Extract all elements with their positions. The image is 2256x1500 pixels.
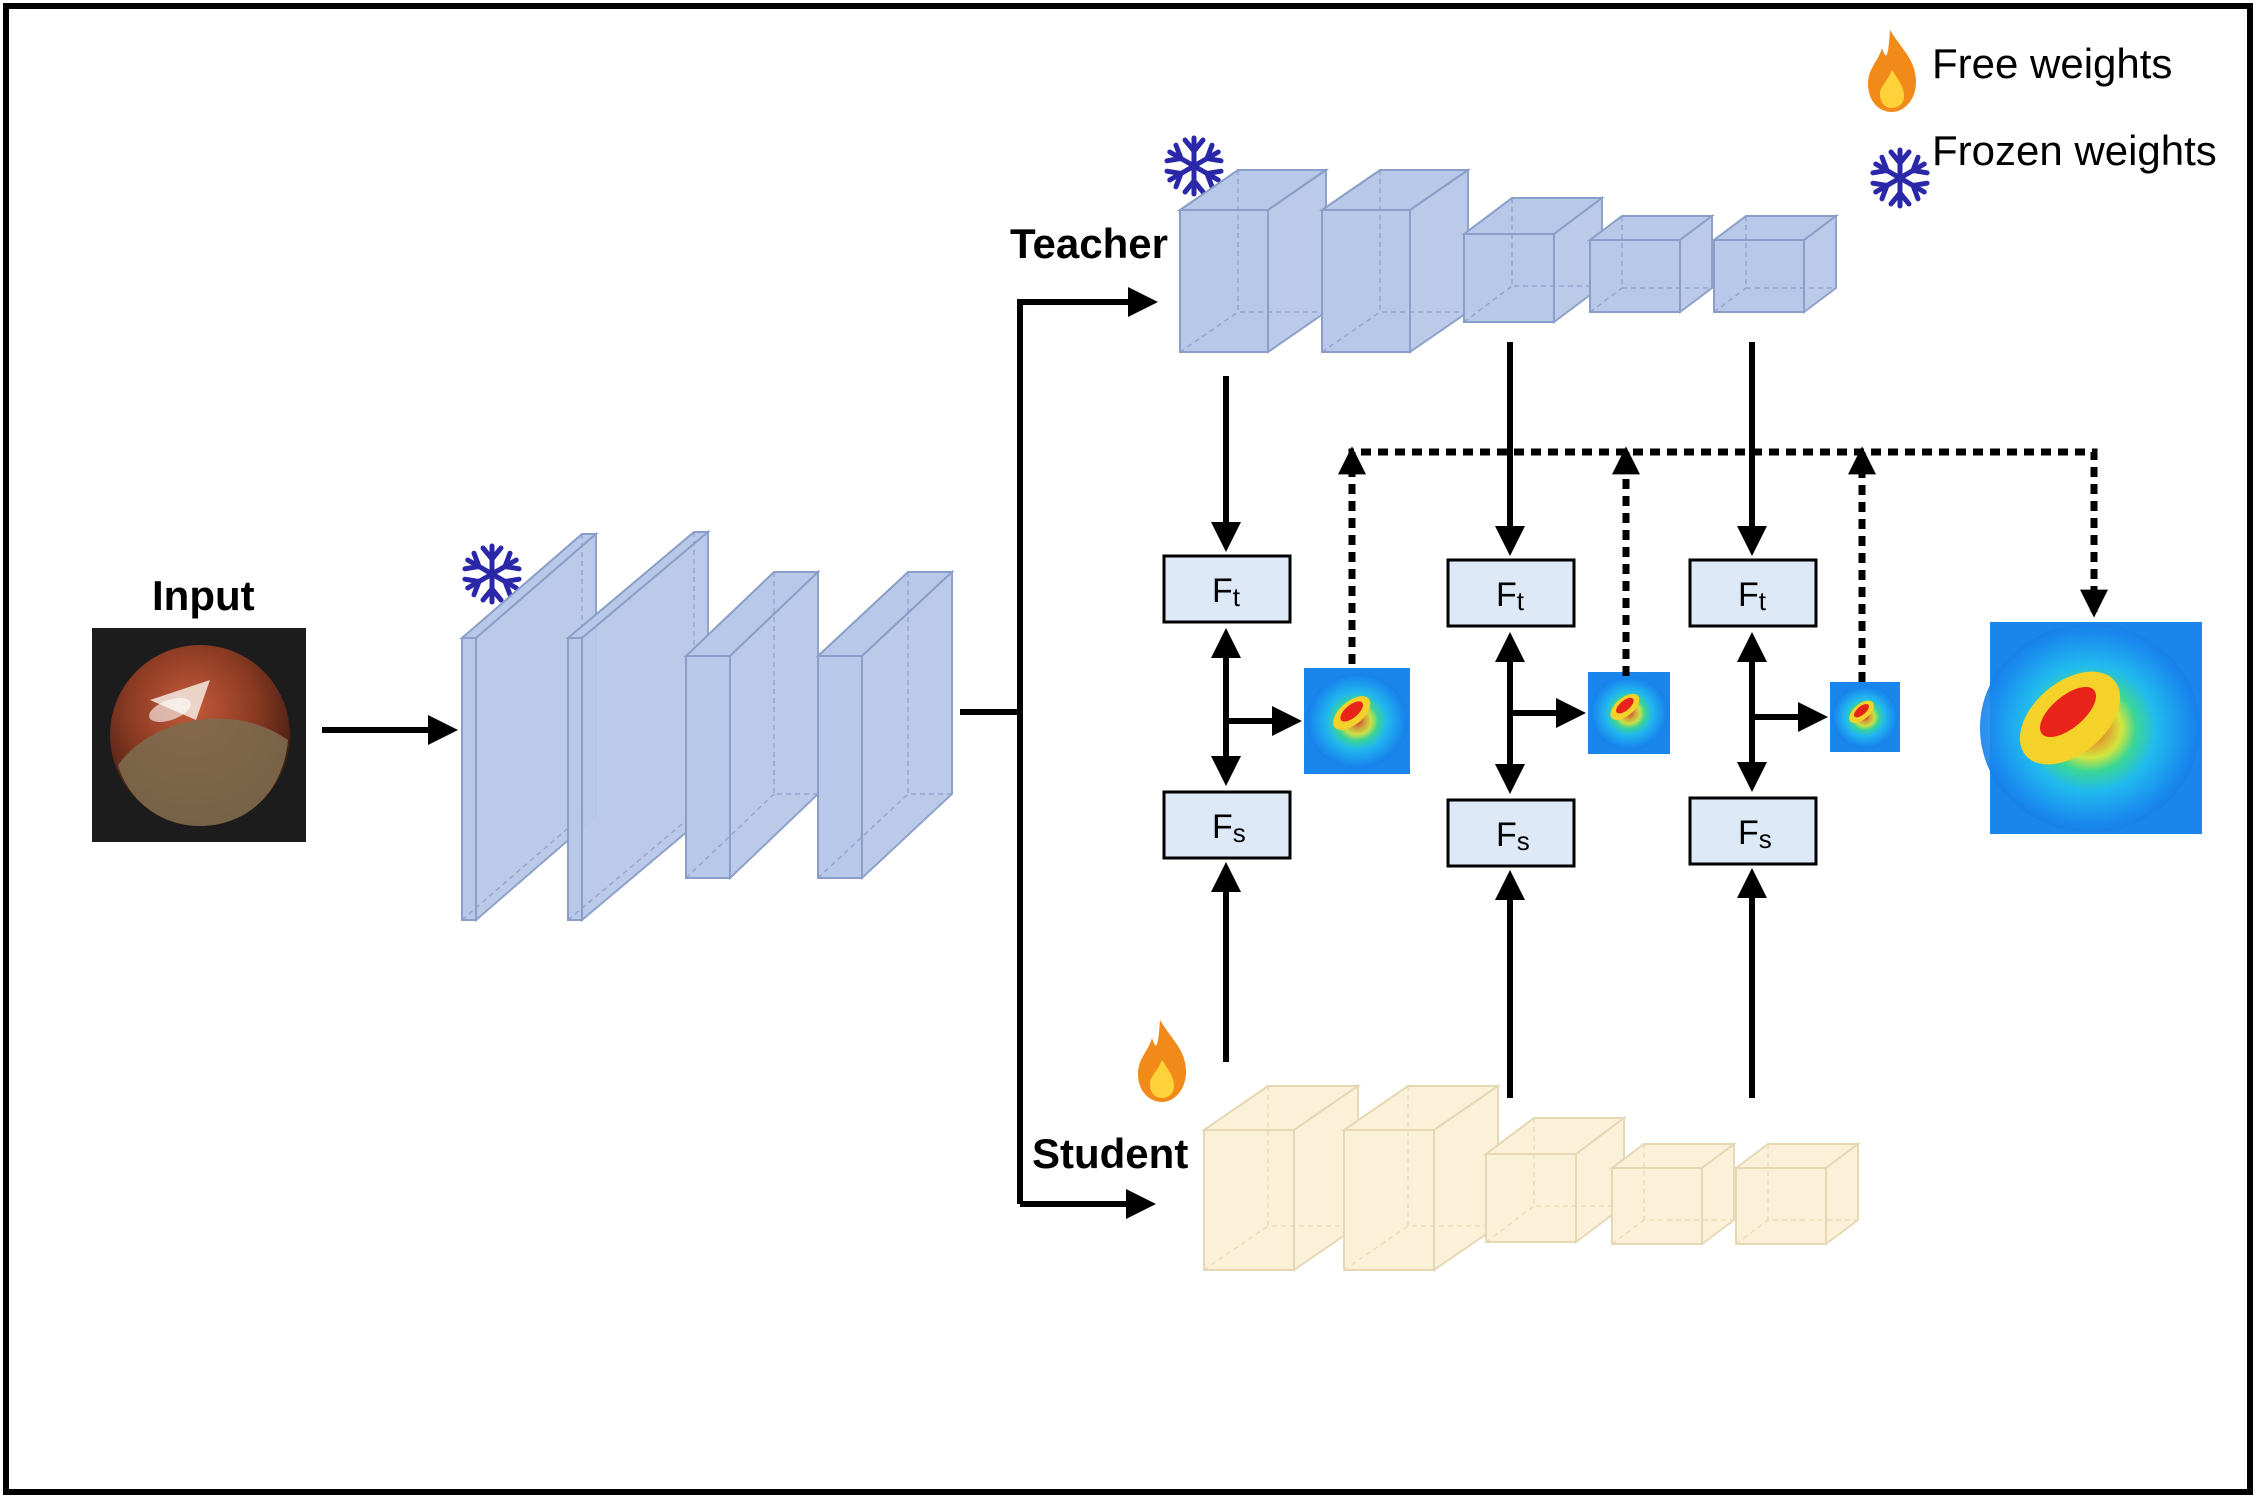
snowflake-icon bbox=[1870, 147, 1930, 209]
network-block bbox=[1587, 214, 1715, 314]
student-label: Student bbox=[1032, 1130, 1188, 1177]
network-block bbox=[459, 531, 599, 923]
network-block bbox=[1200, 1084, 1362, 1272]
student-feature-label: Fs bbox=[1496, 816, 1530, 856]
student-feature-box: Fs bbox=[1688, 796, 1818, 866]
network-block bbox=[1176, 168, 1330, 354]
anomaly-map bbox=[1588, 672, 1670, 754]
split-connector bbox=[960, 287, 1158, 1219]
legend-frozen-label: Frozen weights bbox=[1932, 127, 2217, 174]
network-block bbox=[1609, 1142, 1737, 1246]
student-feature-label: Fs bbox=[1738, 814, 1772, 854]
teacher-feature-label: Ft bbox=[1212, 572, 1241, 612]
student-flame-icon bbox=[1138, 1020, 1186, 1102]
anomaly-map bbox=[1304, 668, 1410, 774]
teacher-feature-box: Ft bbox=[1162, 554, 1292, 624]
anomaly-map bbox=[1830, 682, 1900, 752]
flame-icon bbox=[1868, 30, 1916, 112]
network-block bbox=[1483, 1116, 1627, 1244]
network-block bbox=[1733, 1142, 1861, 1246]
teacher-label: Teacher bbox=[1010, 220, 1168, 267]
aggregation-dotted-lines bbox=[1338, 446, 2108, 682]
network-block bbox=[815, 569, 955, 881]
teacher-feature-label: Ft bbox=[1496, 576, 1525, 616]
network-block bbox=[1340, 1084, 1502, 1272]
network-block bbox=[1461, 196, 1605, 324]
legend-free-label: Free weights bbox=[1932, 40, 2172, 87]
teacher-feature-box: Ft bbox=[1688, 558, 1818, 628]
student-feature-label: Fs bbox=[1212, 808, 1246, 848]
shared-encoder-snowflake bbox=[462, 543, 522, 605]
input-image bbox=[92, 628, 306, 842]
teacher-feature-label: Ft bbox=[1738, 576, 1767, 616]
network-block bbox=[683, 569, 821, 881]
input-label: Input bbox=[152, 572, 255, 619]
teacher-snowflake bbox=[1164, 135, 1224, 197]
shared-encoder bbox=[459, 529, 955, 923]
teacher-network bbox=[1176, 168, 1839, 354]
student-feature-box: Fs bbox=[1162, 790, 1292, 860]
teacher-feature-box: Ft bbox=[1446, 558, 1576, 628]
student-network bbox=[1200, 1084, 1861, 1272]
network-block bbox=[1711, 214, 1839, 314]
student-feature-box: Fs bbox=[1446, 798, 1576, 868]
network-block bbox=[1318, 168, 1472, 354]
legend: Free weights Frozen weights bbox=[1868, 30, 2217, 209]
figure-frame bbox=[3, 3, 2253, 1495]
final-anomaly-map bbox=[1980, 622, 2202, 834]
